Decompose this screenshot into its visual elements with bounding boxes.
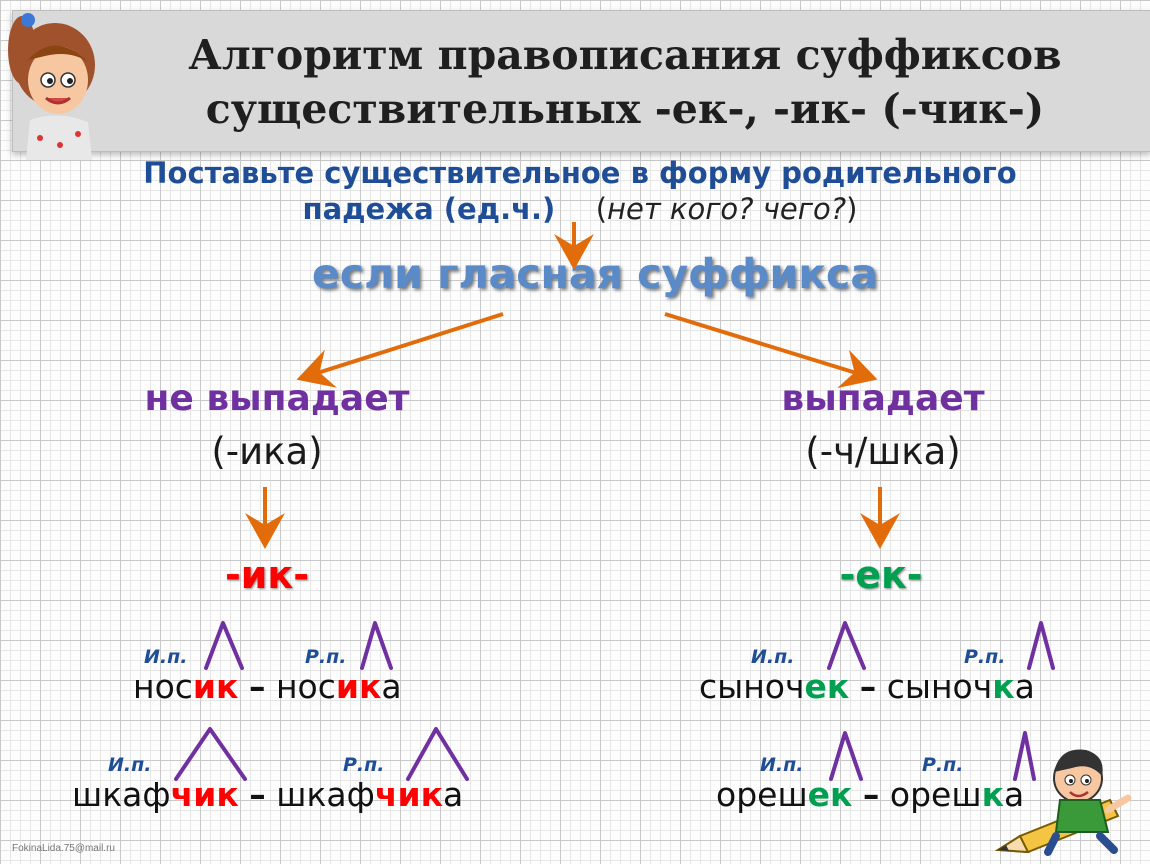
example-pair-nosik: носик – носика — [133, 667, 402, 706]
left-suffix: -ик- — [225, 553, 309, 597]
case-label-genitive: Р.п. — [922, 754, 964, 776]
word-ending: а — [1003, 775, 1025, 814]
word-stem: сыноч — [699, 667, 805, 706]
suffix-mark-oreshka — [1013, 731, 1036, 781]
example-pair-oreshek: орешек – орешка — [716, 775, 1024, 814]
case-label-nominative: И.п. — [751, 646, 795, 668]
word-stem: сыноч — [886, 667, 993, 706]
arrow-right-branch — [664, 312, 878, 389]
word-ending: а — [381, 667, 402, 706]
word-suffix: ек — [804, 667, 850, 706]
left-branch-label: не выпадает — [144, 378, 410, 419]
word-suffix: к — [981, 775, 1004, 814]
word-stem: ореш — [716, 775, 808, 814]
case-label-nominative: И.п. — [144, 646, 188, 668]
word-stem: нос — [275, 667, 336, 706]
footer-email: FokinaLida.75@mail.ru — [12, 843, 115, 854]
question-hint: нет кого? чего? — [607, 192, 847, 226]
dash: – — [862, 775, 880, 814]
dash: – — [859, 667, 877, 706]
word-stem: ореш — [889, 775, 982, 814]
word-suffix: ик — [192, 667, 239, 706]
boy-with-pencil-icon — [994, 749, 1132, 856]
instruction-line-1: Поставьте существительное в форму родите… — [143, 156, 1017, 190]
dash: – — [249, 775, 266, 814]
word-suffix: чик — [170, 775, 239, 814]
open-paren: ( — [595, 192, 608, 226]
example-pair-synochek: сыночек – сыночка — [699, 667, 1035, 706]
suffix-mark-synochka — [1027, 621, 1055, 670]
suffix-mark-shkafchika — [406, 727, 469, 781]
instruction-line-2: падежа (ед.ч.) (нет кого? чего?) — [60, 191, 1100, 227]
case-label-genitive: Р.п. — [964, 646, 1006, 668]
case-label-nominative: И.п. — [760, 754, 804, 776]
word-ending: а — [1014, 667, 1035, 706]
condition-heading: если гласная суффикса — [311, 250, 879, 298]
close-paren: ) — [846, 192, 858, 226]
left-branch-ending: (-ика) — [211, 430, 323, 473]
word-suffix: ек — [807, 775, 853, 814]
suffix-mark-synochek — [827, 621, 866, 670]
suffix-mark-shkafchik — [174, 727, 247, 781]
case-label-nominative: И.п. — [108, 754, 152, 776]
dash: – — [248, 667, 266, 706]
word-stem: нос — [133, 667, 193, 706]
instruction-case-label: падежа (ед.ч.) — [302, 192, 556, 226]
word-ending: а — [443, 775, 464, 814]
word-stem: шкаф — [276, 775, 375, 814]
girl-mascot-icon — [8, 13, 95, 160]
arrow-left-branch — [296, 312, 504, 388]
right-branch-label: выпадает — [781, 378, 985, 419]
word-suffix: ик — [335, 667, 382, 706]
title-bar — [12, 10, 1150, 152]
case-label-genitive: Р.п. — [305, 646, 347, 668]
suffix-mark-nosika — [360, 621, 393, 670]
word-suffix: к — [992, 667, 1015, 706]
word-suffix: чик — [374, 775, 444, 814]
suffix-mark-nosik — [204, 621, 244, 670]
case-label-genitive: Р.п. — [343, 754, 385, 776]
page-title: Алгоритм правописания суффиксов существи… — [188, 31, 1062, 133]
instruction-text: Поставьте существительное в форму родите… — [60, 155, 1100, 227]
right-suffix: -ек- — [839, 553, 923, 597]
word-stem: шкаф — [72, 775, 171, 814]
right-branch-ending: (-ч/шка) — [805, 430, 961, 473]
example-pair-shkafchik: шкафчик – шкафчика — [72, 775, 463, 814]
suffix-mark-oreshek — [829, 731, 863, 781]
